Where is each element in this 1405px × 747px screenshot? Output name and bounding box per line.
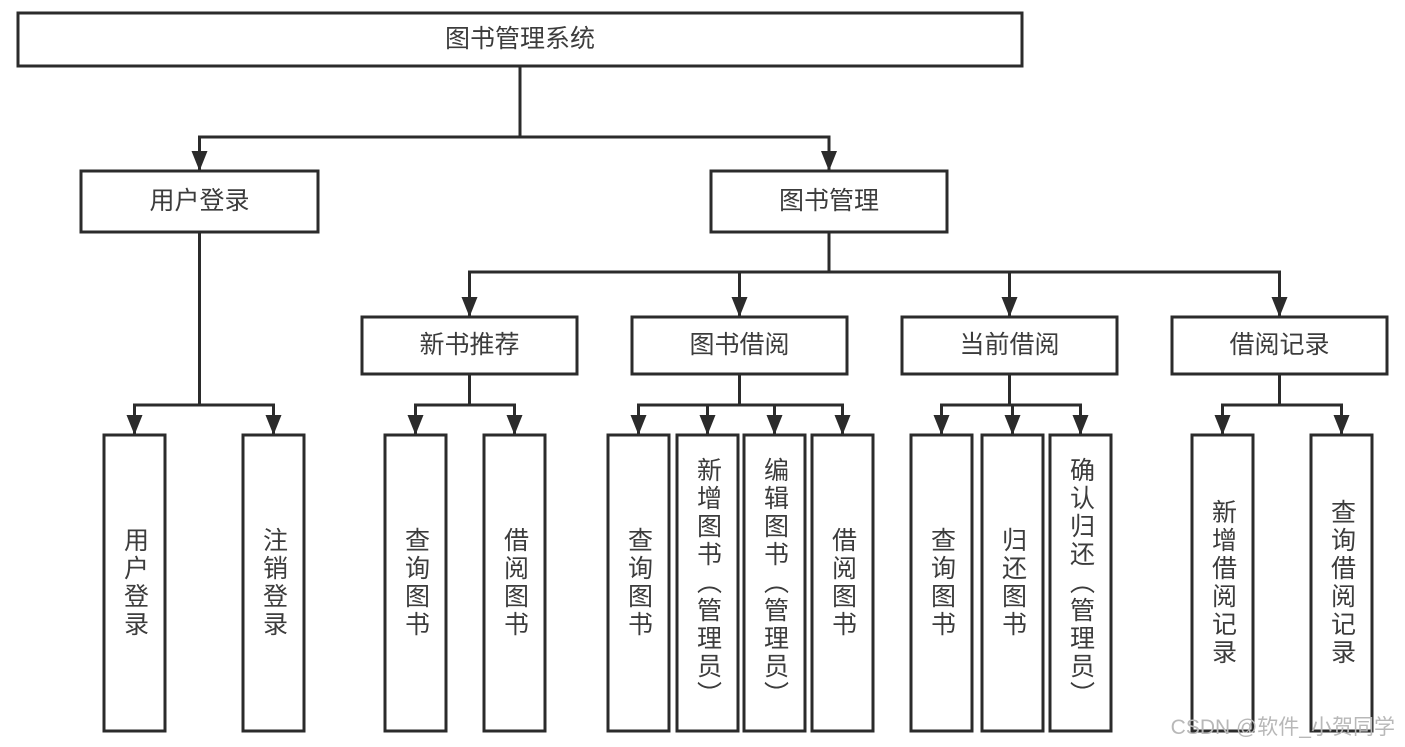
newbook-arrow-1 bbox=[506, 415, 523, 435]
level3-node-2-rect[interactable] bbox=[900, 315, 1119, 376]
leaf-node-9[interactable] bbox=[980, 433, 1045, 733]
leaf-node-9-rect[interactable] bbox=[980, 433, 1045, 733]
watermark: CSDN @软件_小贺同学 bbox=[1170, 716, 1395, 739]
leaf-node-1[interactable] bbox=[241, 433, 306, 733]
leaf-node-7-rect[interactable] bbox=[810, 433, 875, 733]
leaf-node-10-rect[interactable] bbox=[1048, 433, 1113, 733]
level3-node-2[interactable]: 当前借阅 bbox=[900, 315, 1119, 376]
level3-node-1-label: 图书借阅 bbox=[689, 331, 789, 359]
record-arrow-0 bbox=[1214, 415, 1231, 435]
root-node-图书管理系统-label: 图书管理系统 bbox=[445, 25, 595, 53]
level3-node-3-label: 借阅记录 bbox=[1229, 331, 1329, 359]
current-arrow-1 bbox=[1004, 415, 1021, 435]
login-arrow-1 bbox=[265, 415, 282, 435]
leaf-node-7[interactable] bbox=[810, 433, 875, 733]
current-arrow-2 bbox=[1072, 415, 1089, 435]
level3-node-3[interactable]: 借阅记录 bbox=[1170, 315, 1389, 376]
root-arrow-0 bbox=[191, 151, 208, 171]
leaf-node-6[interactable] bbox=[742, 433, 807, 733]
level2-node-1-label: 图书管理 bbox=[779, 187, 879, 215]
record-arrow-1 bbox=[1333, 415, 1350, 435]
leaf-node-5[interactable] bbox=[675, 433, 740, 733]
leaf-node-12[interactable] bbox=[1309, 433, 1374, 733]
borrow-arrow-0 bbox=[630, 415, 647, 435]
level2-node-0[interactable]: 用户登录 bbox=[79, 169, 320, 234]
bookmgmt-arrow-1 bbox=[731, 297, 748, 317]
login-arrow-0 bbox=[126, 415, 143, 435]
leaf-node-2[interactable] bbox=[383, 433, 448, 733]
leaf-node-4-rect[interactable] bbox=[606, 433, 671, 733]
root-arrow-1 bbox=[821, 151, 837, 171]
leaf-node-8[interactable] bbox=[909, 433, 974, 733]
bookmgmt-arrow-3 bbox=[1271, 297, 1288, 317]
level3-node-0-label: 新书推荐 bbox=[419, 331, 519, 359]
level3-node-0-rect[interactable] bbox=[360, 315, 579, 376]
leaf-node-1-rect[interactable] bbox=[241, 433, 306, 733]
leaf-node-0-rect[interactable] bbox=[102, 433, 167, 733]
leaf-node-12-rect[interactable] bbox=[1309, 433, 1374, 733]
level3-node-0[interactable]: 新书推荐 bbox=[360, 315, 579, 376]
connector-layer bbox=[126, 64, 1350, 437]
leaf-node-6-rect[interactable] bbox=[742, 433, 807, 733]
level3-node-1-rect[interactable] bbox=[630, 315, 849, 376]
level2-node-1[interactable]: 图书管理 bbox=[709, 169, 949, 234]
root-node-图书管理系统-rect[interactable] bbox=[16, 11, 1024, 68]
newbook-arrow-0 bbox=[407, 415, 424, 435]
level3-node-2-label: 当前借阅 bbox=[959, 331, 1059, 359]
level2-node-1-rect[interactable] bbox=[709, 169, 949, 234]
bookmgmt-arrow-2 bbox=[1001, 297, 1018, 317]
level3-node-1[interactable]: 图书借阅 bbox=[630, 315, 849, 376]
leaf-node-8-rect[interactable] bbox=[909, 433, 974, 733]
leaf-node-11[interactable] bbox=[1190, 433, 1255, 733]
leaf-node-5-rect[interactable] bbox=[675, 433, 740, 733]
borrow-arrow-2 bbox=[766, 415, 783, 435]
leaf-node-10[interactable] bbox=[1048, 433, 1113, 733]
level3-node-3-rect[interactable] bbox=[1170, 315, 1389, 376]
leaf-node-3-rect[interactable] bbox=[482, 433, 547, 733]
borrow-arrow-1 bbox=[699, 415, 716, 435]
borrow-arrow-3 bbox=[834, 415, 851, 435]
leaf-node-4[interactable] bbox=[606, 433, 671, 733]
leaf-node-3[interactable] bbox=[482, 433, 547, 733]
leaf-node-2-rect[interactable] bbox=[383, 433, 448, 733]
level2-node-0-rect[interactable] bbox=[79, 169, 320, 234]
bookmgmt-arrow-0 bbox=[461, 297, 478, 317]
current-arrow-0 bbox=[933, 415, 950, 435]
leaf-node-0[interactable] bbox=[102, 433, 167, 733]
level2-node-0-label: 用户登录 bbox=[149, 187, 249, 215]
leaf-node-11-rect[interactable] bbox=[1190, 433, 1255, 733]
root-node-图书管理系统[interactable]: 图书管理系统 bbox=[16, 11, 1024, 68]
